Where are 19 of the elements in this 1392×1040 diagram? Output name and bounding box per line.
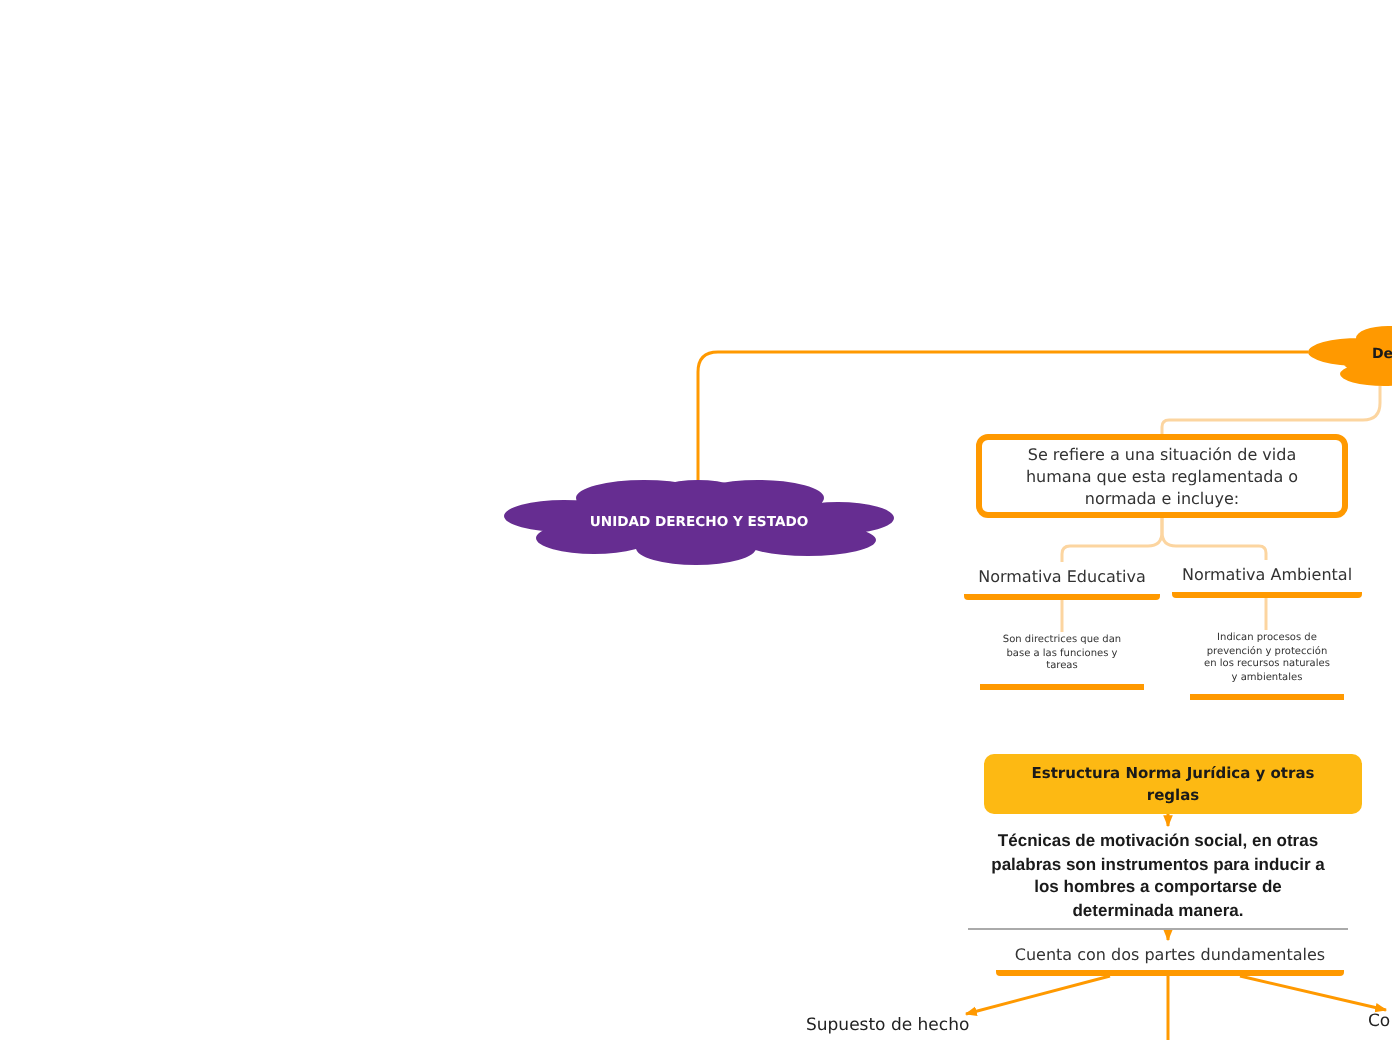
arrow xyxy=(1239,974,1388,1013)
arrow xyxy=(1163,929,1173,942)
subtopic-label: Normativa Ambiental xyxy=(1172,560,1362,598)
connector-line xyxy=(1060,600,1064,632)
arrow xyxy=(964,974,1111,1016)
connector-line xyxy=(1160,518,1268,560)
topic-cloud xyxy=(1308,326,1392,386)
connector-line xyxy=(1264,598,1268,630)
topic-cloud xyxy=(504,480,894,566)
subtopic-label: Normativa Educativa xyxy=(964,562,1160,600)
connector-line xyxy=(696,350,1308,480)
connector-line xyxy=(1160,386,1382,434)
connector-line xyxy=(1166,976,1170,1040)
arrow xyxy=(1163,814,1173,828)
topic-box: Se refiere a una situación de vida humana que esta reglamentada o normada e incluye: xyxy=(976,434,1348,518)
subtopic-label: Cuenta con dos partes dundamentales xyxy=(996,940,1344,976)
subtopic-label: Supuesto de hecho xyxy=(806,1014,990,1040)
description-text: Técnicas de motivación social, en otras palabras son instrumentos para inducir a los hombres a comportarse de determinada manera. xyxy=(968,826,1348,930)
subtopic-label: Co xyxy=(1368,1010,1392,1036)
